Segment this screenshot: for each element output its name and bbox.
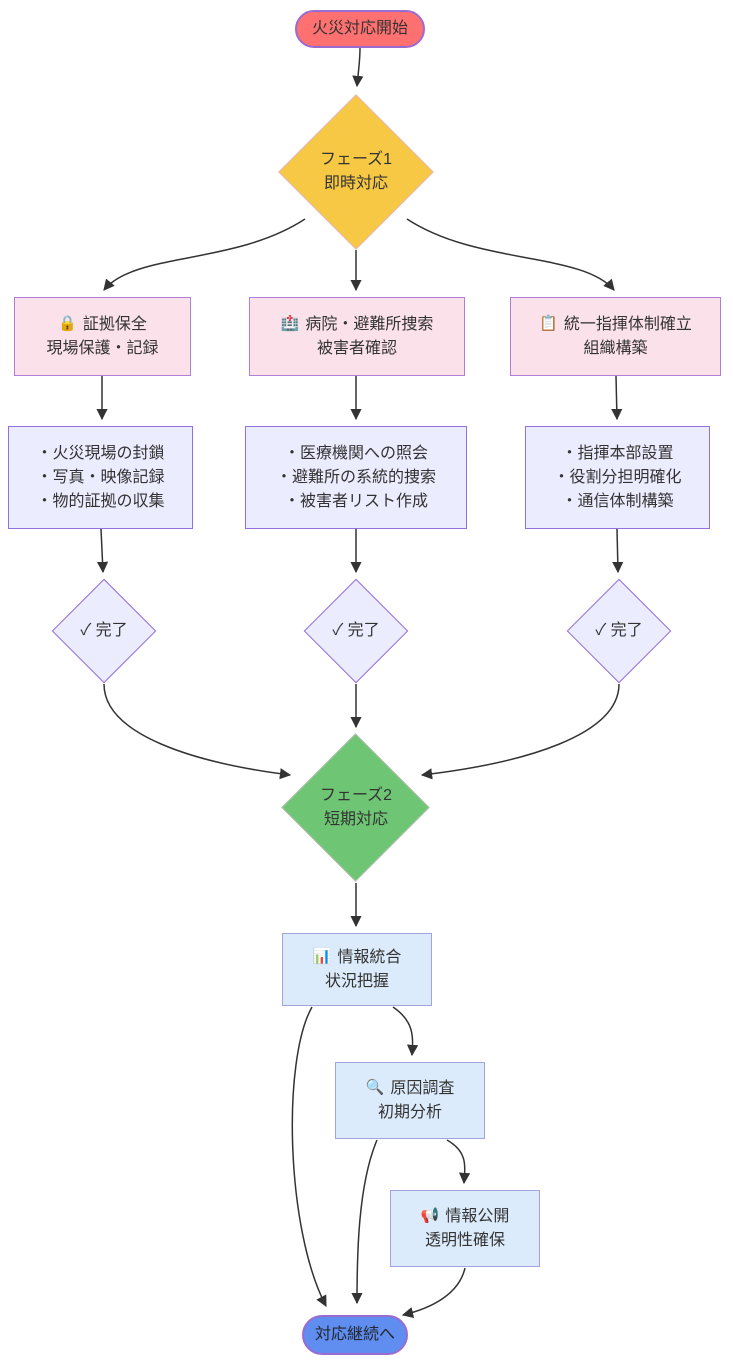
search-box: 🏥 病院・避難所捜索 被害者確認	[249, 297, 465, 376]
task-item: ・指揮本部設置	[561, 444, 674, 462]
command-tasks-box: ・指揮本部設置 ・役割分担明確化 ・通信体制構築	[525, 426, 710, 529]
task-item: ・写真・映像記録	[36, 468, 165, 486]
publish-line2: 透明性確保	[424, 1231, 505, 1249]
evidence-tasks-box: ・火災現場の封鎖 ・写真・映像記録 ・物的証拠の収集	[8, 426, 193, 529]
search-line2: 被害者確認	[316, 339, 397, 357]
done-decision-1: ✓ 完了	[51, 578, 157, 684]
phase1-decision: フェーズ1 即時対応	[278, 94, 434, 250]
hospital-icon: 🏥	[280, 315, 300, 333]
done-decision-2: ✓ 完了	[303, 578, 409, 684]
magnifier-icon: 🔍	[365, 1079, 385, 1097]
cause-investigation-box: 🔍 原因調査 初期分析	[335, 1062, 485, 1139]
search-line1: 病院・避難所捜索	[305, 315, 434, 333]
task-item: ・物的証拠の収集	[36, 492, 165, 510]
start-label: 火災対応開始	[311, 20, 408, 37]
done1-label: ✓ 完了	[80, 622, 128, 639]
clipboard-icon: 📋	[539, 315, 558, 333]
search-tasks-box: ・医療機関への照会 ・避難所の系統的捜索 ・被害者リスト作成	[245, 426, 467, 529]
command-line1: 統一指揮体制確立	[563, 315, 692, 333]
done3-label: ✓ 完了	[595, 622, 643, 639]
phase2-line2: 短期対応	[323, 811, 388, 828]
end-node: 対応継続へ	[302, 1315, 408, 1355]
evidence-box: 🔒 証拠保全 現場保護・記録	[14, 297, 191, 376]
task-item: ・医療機関への照会	[283, 444, 428, 462]
publish-line1: 情報公開	[445, 1207, 510, 1225]
task-item: ・通信体制構築	[561, 492, 674, 510]
start-node: 火災対応開始	[295, 10, 425, 48]
command-line2: 組織構築	[583, 339, 648, 357]
bar-chart-icon: 📊	[312, 948, 332, 966]
done-decision-3: ✓ 完了	[566, 578, 672, 684]
phase1-line2: 即時対応	[323, 175, 388, 192]
task-item: ・火災現場の封鎖	[36, 444, 165, 462]
phase2-line1: フェーズ2	[319, 787, 393, 804]
info-integration-box: 📊 情報統合 状況把握	[282, 933, 432, 1006]
cause-line1: 原因調査	[390, 1079, 455, 1097]
phase2-decision: フェーズ2 短期対応	[281, 733, 430, 882]
end-label: 対応継続へ	[314, 1326, 395, 1343]
task-item: ・被害者リスト作成	[283, 492, 428, 510]
info-disclosure-box: 📢 情報公開 透明性確保	[390, 1190, 540, 1267]
done2-label: ✓ 完了	[332, 622, 380, 639]
info-line1: 情報統合	[337, 948, 402, 966]
cause-line2: 初期分析	[377, 1103, 442, 1121]
loudspeaker-icon: 📢	[420, 1207, 440, 1225]
info-line2: 状況把握	[324, 972, 389, 990]
task-item: ・役割分担明確化	[553, 468, 682, 486]
task-item: ・避難所の系統的捜索	[275, 468, 436, 486]
evidence-line2: 現場保護・記録	[46, 339, 159, 357]
phase1-line1: フェーズ1	[319, 151, 393, 168]
evidence-line1: 証拠保全	[82, 315, 147, 333]
command-box: 📋 統一指揮体制確立 組織構築	[510, 297, 721, 376]
lock-icon: 🔒	[58, 315, 77, 333]
